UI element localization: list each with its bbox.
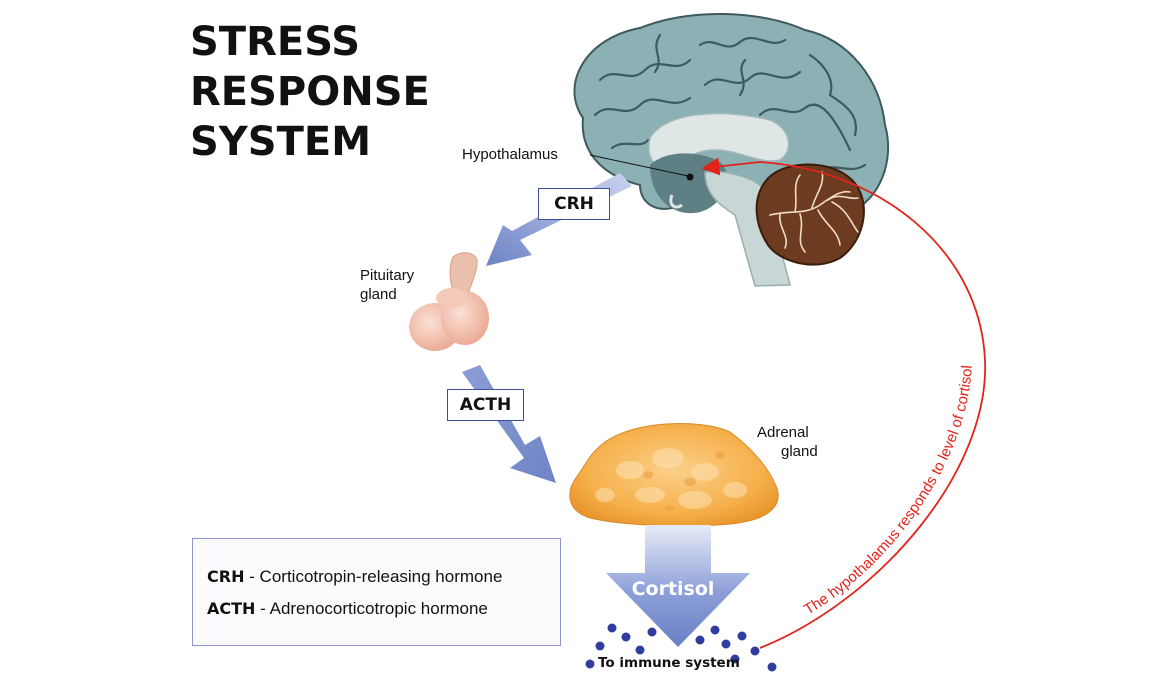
cerebellum-icon: [755, 163, 865, 266]
pituitary-gland-icon: [409, 252, 489, 351]
pituitary-label-line2: gland: [360, 286, 397, 303]
cortisol-label: Cortisol: [631, 578, 715, 600]
feedback-loop-arrow: [701, 157, 986, 649]
title-line-3: SYSTEM: [190, 119, 371, 165]
crh-label-box: CRH: [538, 188, 610, 220]
pituitary-label-line1: Pituitary: [360, 267, 415, 284]
cortisol-arrow: [606, 525, 750, 647]
legend-box: CRH - Corticotropin-releasing hormone AC…: [192, 538, 561, 646]
legend-definition: - Adrenocorticotropic hormone: [255, 599, 488, 618]
cortisol-molecule-icon: [585, 623, 777, 672]
acth-arrow: [462, 365, 556, 483]
adrenal-label-line2: gland: [781, 443, 818, 460]
brain-icon: [573, 13, 890, 287]
legend-row-acth: ACTH - Adrenocorticotropic hormone: [207, 599, 488, 619]
adrenal-gland-icon: [569, 423, 779, 527]
acth-label-box: ACTH: [447, 389, 524, 421]
legend-abbr: ACTH: [207, 599, 256, 618]
feedback-label-text: The hypothalamus responds to level of co…: [801, 365, 976, 619]
legend-row-crh: CRH - Corticotropin-releasing hormone: [207, 567, 502, 587]
adrenal-label-line1: Adrenal: [757, 424, 809, 441]
feedback-label: The hypothalamus responds to level of co…: [801, 365, 976, 619]
immune-system-label: To immune system: [598, 655, 740, 671]
title-line-1: STRESS: [190, 19, 361, 65]
hypothalamus-label: Hypothalamus: [462, 146, 558, 163]
legend-definition: - Corticotropin-releasing hormone: [244, 567, 503, 586]
title-line-2: RESPONSE: [190, 69, 430, 115]
legend-abbr: CRH: [207, 567, 245, 586]
